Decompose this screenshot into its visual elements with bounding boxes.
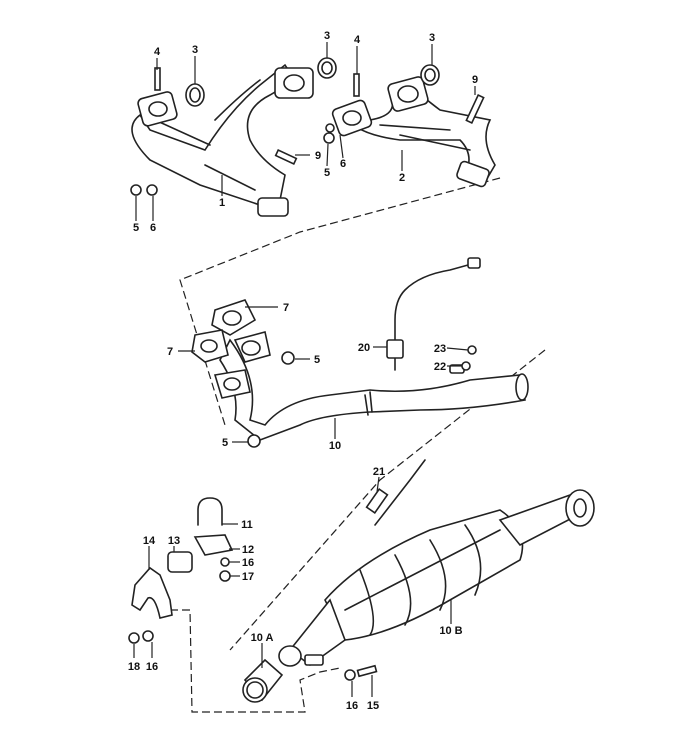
callout-labels: 4 3 3 4 3 9 1 2 9 5 6 5 6 7 7 5 20 23 22…	[128, 30, 478, 712]
callout-13: 13	[168, 535, 180, 547]
callout-21: 21	[373, 466, 385, 478]
assembly-line-middle	[229, 349, 546, 651]
callout-5: 5	[324, 167, 330, 179]
callout-16: 16	[242, 557, 254, 569]
callout-2: 2	[399, 172, 405, 184]
callout-5: 5	[222, 437, 228, 449]
left-exhaust-manifold	[131, 63, 314, 217]
callout-7: 7	[283, 302, 289, 314]
callout-22: 22	[434, 361, 446, 373]
callout-7: 7	[167, 346, 173, 358]
oxygen-sensor	[386, 257, 481, 371]
callout-10a: 10 A	[251, 632, 274, 644]
callout-6: 6	[150, 222, 156, 234]
callout-5: 5	[133, 222, 139, 234]
front-exhaust-pipe	[191, 299, 529, 448]
callout-16: 16	[346, 700, 358, 712]
catalytic-converter	[278, 459, 595, 667]
small-hardware-top	[130, 57, 485, 196]
callout-10: 10	[329, 440, 341, 452]
assembly-line-lower	[170, 609, 341, 713]
callout-14: 14	[143, 535, 156, 547]
callout-9: 9	[472, 74, 478, 86]
callout-16: 16	[146, 661, 158, 673]
pipe-sleeve	[242, 658, 284, 703]
callout-1: 1	[219, 197, 225, 209]
callout-4: 4	[354, 34, 361, 46]
callout-17: 17	[242, 571, 254, 583]
callout-11: 11	[241, 519, 253, 531]
callout-15: 15	[367, 700, 379, 712]
callout-3: 3	[192, 44, 198, 56]
callout-6: 6	[340, 158, 346, 170]
leader-lines	[133, 42, 476, 697]
right-exhaust-manifold	[331, 76, 496, 188]
callout-10b: 10 B	[439, 625, 462, 637]
callout-3: 3	[429, 32, 435, 44]
callout-12: 12	[242, 544, 254, 556]
callout-18: 18	[128, 661, 140, 673]
callout-9: 9	[315, 150, 321, 162]
callout-23: 23	[434, 343, 446, 355]
mount-hardware	[128, 497, 378, 681]
callout-3: 3	[324, 30, 330, 42]
callout-5: 5	[314, 354, 320, 366]
callout-4: 4	[154, 46, 161, 58]
callout-20: 20	[358, 342, 370, 354]
